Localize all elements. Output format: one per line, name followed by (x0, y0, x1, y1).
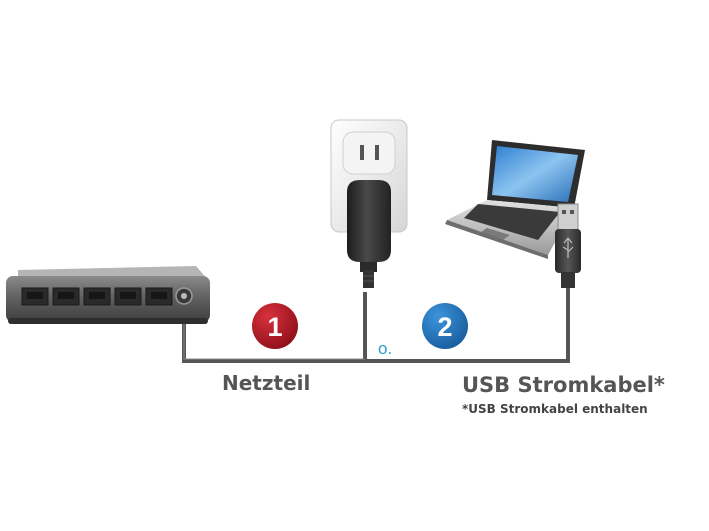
badge-1: 1 (252, 303, 298, 349)
usb-cable-footnote: *USB Stromkabel enthalten (462, 402, 648, 416)
usb-cable-label: USB Stromkabel* (462, 373, 665, 397)
usb-plug (555, 203, 581, 288)
or-text: o. (378, 339, 392, 358)
badge-2: 2 (422, 303, 468, 349)
network-switch (6, 266, 210, 324)
power-cable (182, 292, 367, 363)
badge-2-number: 2 (437, 312, 452, 342)
laptop (445, 140, 585, 259)
power-adapter-label: Netzteil (222, 371, 311, 395)
badge-1-number: 1 (267, 312, 282, 342)
usb-cable (365, 287, 570, 363)
power-adapter (347, 180, 391, 288)
